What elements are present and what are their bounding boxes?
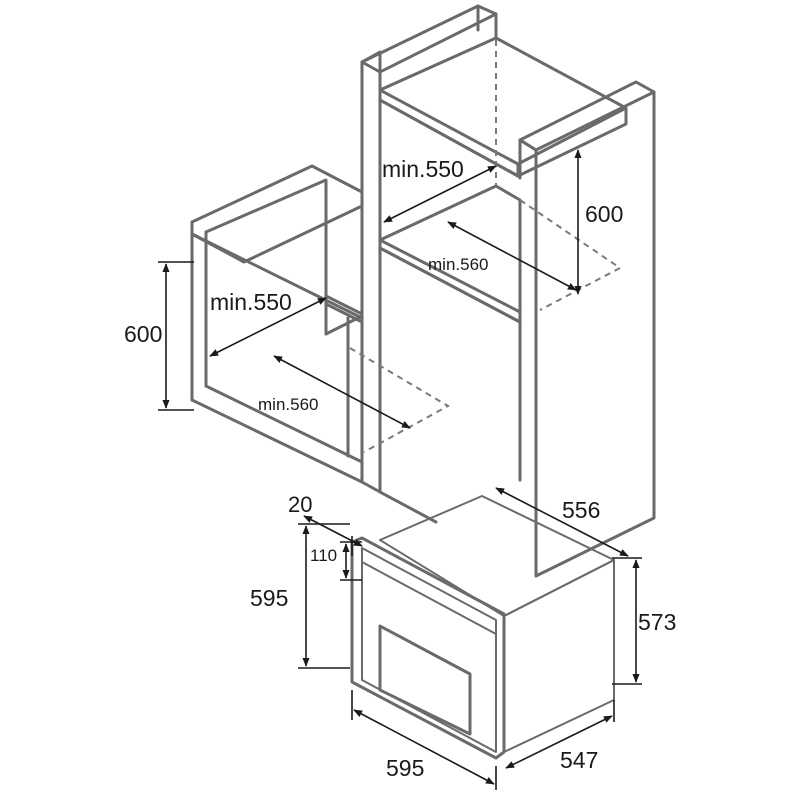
dimension-upper-left-width: min.560: [258, 355, 411, 429]
label-upper-left-width: min.560: [258, 395, 318, 414]
label-appliance-body-depth: 556: [562, 497, 600, 523]
label-upper-right-width: min.560: [428, 255, 488, 274]
tall-cabinet-top-cap: [360, 4, 498, 74]
label-upper-left-depth: min.550: [210, 289, 292, 315]
label-appliance-body-height: 573: [638, 609, 676, 635]
label-appliance-front-width: 595: [386, 755, 424, 781]
appliance-window: [378, 624, 472, 736]
label-appliance-top-gap: 20: [288, 492, 312, 517]
dimension-appliance-panel-height: 110: [310, 541, 362, 581]
label-upper-left-height: 600: [124, 321, 162, 347]
dimension-upper-right-width: min.560: [428, 221, 577, 291]
dimension-appliance-body-depth: 556: [495, 487, 629, 557]
dimension-upper-left-height: 600: [124, 261, 194, 411]
built-in-appliance: [350, 495, 615, 760]
appliance-control-panel-line: [361, 561, 497, 635]
dimension-appliance-front-height: 595: [250, 523, 350, 669]
upper-left-cabinet: [190, 164, 451, 484]
dimension-appliance-top-gap: 20: [288, 492, 363, 556]
dimension-appliance-body-height: 573: [612, 557, 676, 685]
label-upper-right-height: 600: [585, 201, 623, 227]
dimension-upper-left-depth: min.550: [209, 289, 327, 357]
label-appliance-body-width: 547: [560, 747, 598, 773]
appliance-front-frame: [350, 536, 506, 760]
label-upper-right-depth: min.550: [382, 156, 464, 182]
label-appliance-front-height: 595: [250, 585, 288, 611]
dimension-upper-right-height: 600: [574, 149, 623, 295]
tall-cabinet-left-post: [360, 50, 382, 494]
dimension-appliance-front-width: 595: [351, 690, 497, 790]
dimension-appliance-body-width: 547: [505, 700, 615, 773]
dimension-upper-right-depth: min.550: [382, 156, 497, 223]
label-appliance-panel-height: 110: [310, 546, 337, 565]
tall-cabinet: [360, 4, 656, 578]
